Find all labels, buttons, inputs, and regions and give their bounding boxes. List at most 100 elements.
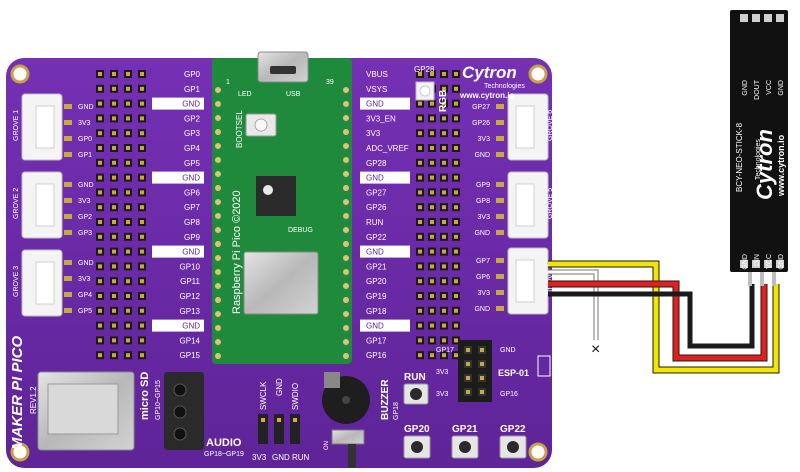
run-button[interactable]: RUN [403,372,429,405]
left-header-row: GND [96,245,204,258]
right-header-row: GP20 [366,277,460,286]
neo-pad [740,14,748,22]
left-header-row: GP13 [96,306,201,316]
power-switch[interactable]: ON [324,429,365,468]
header-pin-tip [418,308,422,313]
header-pin-tip [112,220,116,224]
header-pin-tip [418,205,422,210]
right-header-row: GND [360,245,460,258]
pico-hole [343,143,349,149]
header-pin-tip [430,279,434,284]
gnd-highlight [360,319,410,332]
esp-label: ESP-01 [498,368,529,378]
sd-label: micro SD [139,372,151,420]
right-header-label: GP22 [366,233,387,242]
user-button-label: GP21 [452,424,478,435]
header-pin-tip [98,249,102,254]
user-button-gp22[interactable]: GP22 [499,424,527,459]
header-pin-tip [112,101,116,106]
gnd-highlight [152,97,204,110]
board-cytron-logo: Cytron Technologies www.cytron.io [459,63,525,100]
header-pin-tip [454,279,458,284]
header-pin-tip [126,308,130,313]
pico-rp2040-chip [256,176,296,216]
pico-hole [343,311,349,317]
left-header-label: GP9 [184,233,201,242]
left-header-row: GP1 [96,84,201,94]
header-pin-tip [442,86,446,91]
esp-left-3: 3V3 [436,391,449,398]
header-pin-tip [430,308,434,313]
header-pin-tip [140,146,144,150]
header-pin-tip [442,131,446,136]
header-pin-tip [418,72,422,76]
header-pin-tip [126,101,130,106]
swd-bottom-3: RUN [292,453,310,462]
right-header-row: ADC_VREF [366,144,460,153]
header-pin-tip [442,220,446,224]
header-pin-tip [140,190,144,195]
left-header-label: GP13 [180,307,201,316]
right-header-label: GP21 [366,262,387,271]
pico-hole [343,185,349,191]
header-pin-tip [442,308,446,313]
right-header-label: 3V3 [366,129,381,138]
header-pin-tip [98,338,102,343]
audio-pins-label: GP18~GP19 [204,451,244,458]
grove-pin-label: GP5 [78,308,92,315]
header-pin-tip [98,146,102,150]
header-pin-tip [430,116,434,121]
header-pin-tip [418,264,422,269]
right-header-label: GP20 [366,277,387,286]
header-pin-tip [112,72,116,76]
user-button-cap[interactable] [411,441,423,453]
grove-pin-label: 3V3 [78,120,91,127]
header-pin-tip [430,205,434,210]
header-pin-tip [454,220,458,224]
right-header-row: 3V3_EN [366,114,460,123]
header-pin-tip [98,72,102,76]
wire-unused-mark: × [591,341,600,358]
right-header-label: GND [366,100,384,109]
run-button-cap[interactable] [410,388,422,400]
neo-pad [764,260,772,268]
header-pin-tip [454,160,458,165]
pico-hole [343,157,349,163]
user-button-cap[interactable] [507,441,519,453]
swd-pin-tip-1 [261,418,265,422]
neo-pin-label: DIN [754,254,761,266]
pico-hole [215,297,221,303]
user-button-cap[interactable] [459,441,471,453]
esp-pin-tip [480,390,484,394]
grove-pin [496,214,504,219]
neo-brand-sub: Technologies [755,139,762,180]
grove-pin [496,182,504,187]
grove-socket [35,261,55,305]
header-pin-tip [454,353,458,358]
grove-pin [496,274,504,279]
user-button-label: GP20 [404,424,430,435]
esp-left-1: GP17 [436,347,454,354]
pico-hole [215,241,221,247]
header-pin-tip [98,220,102,224]
wire-red-core [548,281,767,361]
power-switch-knob[interactable] [348,444,356,468]
pico-hole [215,213,221,219]
header-pin-tip [140,338,144,343]
user-button-gp21[interactable]: GP21 [451,424,479,459]
right-header-label: GP26 [366,203,387,212]
power-switch-body[interactable] [331,429,365,445]
neo-pad [764,14,772,22]
user-button-gp20[interactable]: GP20 [403,424,431,459]
gnd-highlight [152,245,204,258]
header-pin-tip [418,160,422,165]
header-pin-tip [430,72,434,76]
header-pin-tip [140,308,144,313]
grove-pin-label: GP1 [78,152,92,159]
audio-jack-socket-1 [173,383,187,397]
header-pin-tip [126,264,130,269]
pico-usb-port [270,66,296,74]
header-pin-tip [430,353,434,358]
